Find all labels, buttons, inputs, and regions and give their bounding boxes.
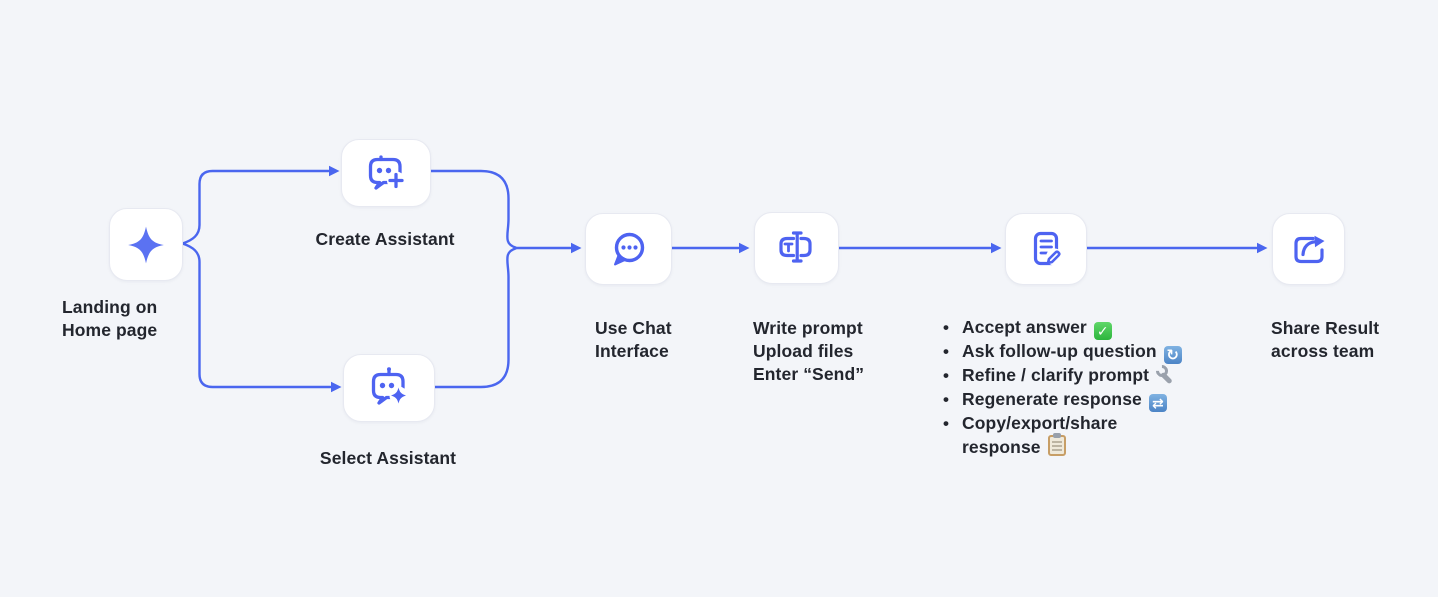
label-share-result: Share Result across team [1271, 318, 1380, 361]
arrowhead [739, 242, 750, 254]
list-item: Refine / clarify prompt [938, 364, 1238, 388]
robot-plus-icon [368, 155, 405, 190]
node-use-chat [585, 213, 672, 285]
list-item-text: Refine / clarify prompt [962, 365, 1150, 385]
list-item: Ask follow-up question [938, 340, 1238, 364]
review-checklist: Accept answer Ask follow-up question Ref… [938, 316, 1238, 460]
label-landing-home: Landing on Home page [62, 297, 158, 340]
robot-sparkle-icon [371, 367, 408, 405]
node-write-prompt [754, 212, 839, 284]
list-item: Regenerate response [938, 388, 1238, 412]
refresh-icon [1163, 346, 1182, 364]
list-item-text: Copy/export/share response [962, 412, 1118, 458]
node-select-assistant [343, 354, 435, 422]
arrowhead [329, 165, 340, 177]
list-item: Accept answer [938, 316, 1238, 340]
label-use-chat: Use Chat Interface [595, 318, 672, 361]
chat-bubble-icon [613, 232, 644, 266]
label-create-assistant: Create Assistant [315, 229, 455, 249]
share-arrow-icon [1293, 235, 1324, 264]
connector-select-to-merge [431, 247, 517, 389]
list-item: Copy/export/share response [938, 412, 1238, 460]
sparkle-icon [128, 226, 164, 263]
arrowhead [1257, 242, 1268, 254]
label-select-assistant: Select Assistant [319, 448, 457, 468]
connector-landing-to-create [181, 169, 330, 245]
text-input-icon [778, 231, 812, 263]
list-item-text: Regenerate response [962, 388, 1142, 409]
check-icon [1093, 322, 1112, 340]
wrench-icon [1156, 365, 1176, 385]
node-share-result [1272, 213, 1345, 285]
arrowhead [571, 242, 582, 254]
node-landing-home [109, 208, 183, 281]
connector-landing-to-select [181, 242, 332, 389]
clipboard-icon [1047, 435, 1066, 456]
list-item-text: Accept answer [962, 317, 1087, 337]
repeat-icon [1148, 393, 1167, 412]
arrowhead [991, 242, 1002, 254]
arrowhead [331, 381, 342, 393]
connector-create-to-merge [426, 169, 517, 249]
node-create-assistant [341, 139, 431, 207]
label-write-prompt: Write prompt Upload files Enter “Send” [753, 318, 865, 384]
document-edit-icon [1033, 231, 1063, 266]
list-item-text: Ask follow-up question [962, 341, 1157, 361]
node-review-response [1005, 213, 1087, 285]
